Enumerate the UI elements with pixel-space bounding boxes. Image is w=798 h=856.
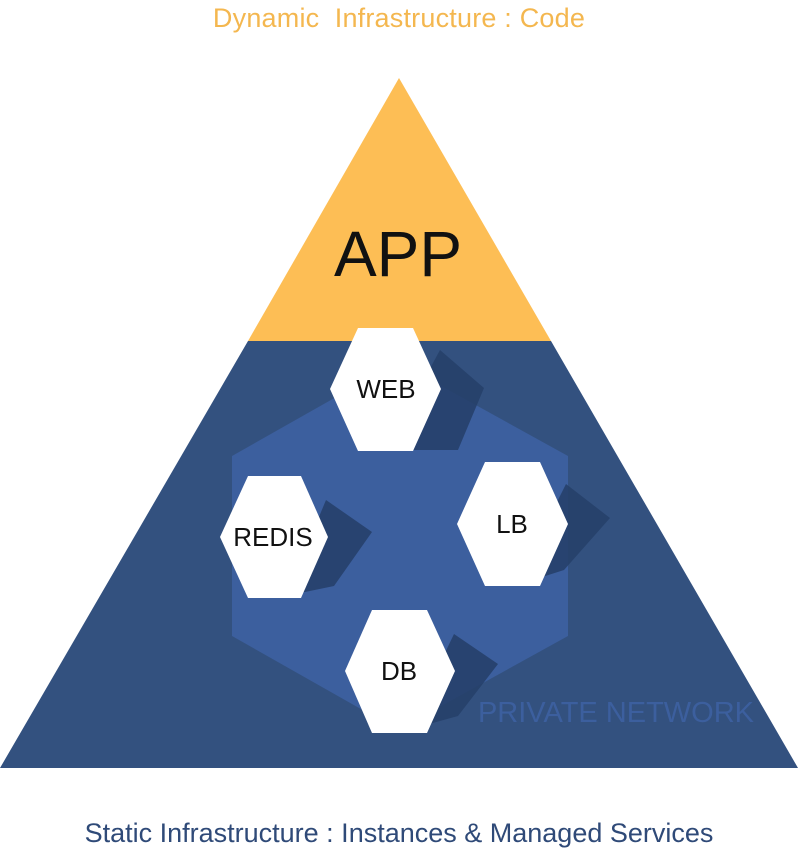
node-lb: LB [457, 462, 568, 586]
db-hexagon [345, 610, 455, 733]
db-label: DB [381, 656, 417, 686]
app-label: APP [334, 218, 462, 290]
lb-hexagon [457, 462, 568, 586]
infrastructure-diagram: WEB REDIS LB DB APP PRIVATE NETWORK [0, 78, 798, 768]
node-redis: REDIS [220, 476, 328, 598]
lb-label: LB [496, 509, 528, 539]
private-network-hexagon [232, 362, 568, 730]
redis-label: REDIS [233, 522, 312, 552]
redis-hexagon [220, 476, 328, 598]
app-layer [248, 78, 551, 341]
node-db: DB [345, 610, 455, 733]
web-hexagon [330, 328, 441, 451]
node-web: WEB [330, 328, 441, 451]
bottom-caption: Static Infrastructure : Instances & Mana… [84, 818, 714, 848]
top-caption: Dynamic Infrastructure : Code [212, 3, 586, 33]
private-network-label: PRIVATE NETWORK [478, 697, 755, 729]
web-label: WEB [356, 374, 415, 404]
